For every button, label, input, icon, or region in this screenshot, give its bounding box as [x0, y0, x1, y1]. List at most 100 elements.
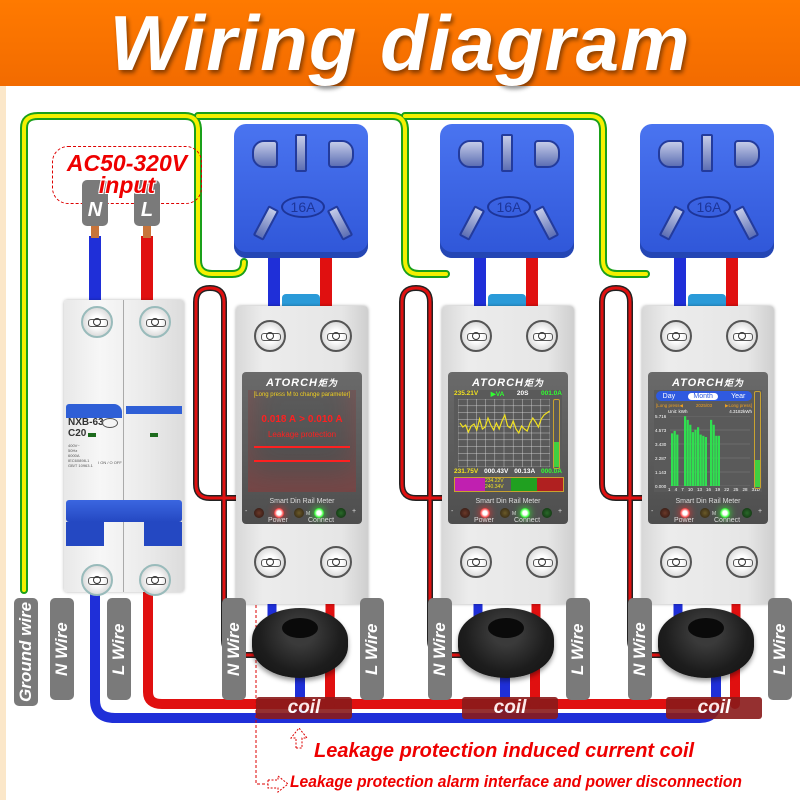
connect-led: [720, 508, 730, 518]
n-wire-tag: N Wire: [428, 598, 452, 700]
prev-button[interactable]: [Long press◀: [656, 403, 683, 408]
energy-bar-chart: [670, 416, 750, 486]
m-button[interactable]: [500, 508, 510, 518]
circuit-breaker: NXB-63 C20 400V~ 50Hz 6000A IEC60898-1 G…: [64, 300, 184, 596]
minus-label: -: [451, 508, 454, 515]
socket-hole-left: [658, 140, 684, 168]
meter-screw-top-left: [660, 320, 692, 352]
socket-hole-bottom-right: [532, 205, 560, 241]
x-tick: 10: [687, 487, 693, 492]
leak-readout: 0.018 A>0.010 A: [248, 414, 356, 425]
meter-screw-top-right: [320, 320, 352, 352]
breaker-toggle-switch[interactable]: [66, 500, 182, 546]
wave-level-fill: [554, 442, 559, 467]
page-title: Wiring diagram: [109, 0, 691, 87]
x-tick: 22: [724, 487, 730, 492]
breaker-band-left: [66, 404, 122, 418]
bottom-voltage-2: 000.43V: [484, 468, 509, 475]
spec-frequency: 50Hz: [68, 448, 78, 453]
m-button[interactable]: [294, 508, 304, 518]
plus-button[interactable]: [742, 508, 752, 518]
input-l-label: L: [140, 199, 154, 221]
period-tabs: Day Month Year: [656, 391, 752, 401]
x-tick: 13: [696, 487, 702, 492]
energy-bar: [710, 419, 713, 486]
connect-led: [520, 508, 530, 518]
breaker-model: NXB-63: [68, 417, 104, 428]
power-label: Power: [474, 517, 494, 524]
energy-bar: [671, 433, 674, 486]
title-banner: [0, 0, 800, 86]
spec-voltage: 400V~: [68, 443, 80, 448]
plus-button[interactable]: [542, 508, 552, 518]
brand-name: ATORCH: [671, 377, 725, 389]
l-wire-tag: L Wire: [768, 598, 792, 700]
tab-day[interactable]: Day: [662, 392, 676, 400]
tab-month[interactable]: Month: [688, 392, 718, 400]
breaker-indicator-right: [150, 433, 158, 437]
power-label: Power: [268, 517, 288, 524]
leak-compare: >: [299, 414, 305, 425]
meter-screw-top-left: [460, 320, 492, 352]
coil-label: coil: [462, 697, 558, 719]
brand-cn: 炬为: [318, 378, 339, 388]
leak-threshold: 0.010 A: [307, 414, 343, 425]
stat-red: [537, 478, 563, 491]
minus-button[interactable]: [254, 508, 264, 518]
energy-level-fill: [755, 460, 760, 487]
socket-hole-right: [328, 140, 354, 168]
coil-note: Leakage protection induced current coil: [314, 740, 695, 762]
date-nav: [Long press◀ 2025/03 ▶Long press]: [656, 403, 752, 409]
next-button[interactable]: ▶Long press]: [725, 403, 752, 408]
plus-label: +: [758, 508, 763, 515]
brand-cn: 炬为: [524, 378, 545, 388]
input-n-tag: N: [82, 180, 108, 226]
socket-hole-top: [295, 134, 307, 172]
ground-wire-tag: Ground wire: [14, 598, 38, 706]
meter-screw-bottom-left: [460, 546, 492, 578]
bottom-current-2: 000.0A: [541, 468, 562, 475]
socket-hole-bottom-left: [458, 205, 486, 241]
energy-bar: [699, 434, 702, 486]
y-tick: 3.430: [655, 442, 667, 447]
toggle-right-leg: [144, 522, 182, 546]
m-label: M: [712, 511, 717, 517]
current-coil: [458, 608, 554, 678]
socket-hole-bottom-right: [732, 205, 760, 241]
meter-controls: Smart Din Rail Meter - M + Power Connect: [648, 498, 768, 524]
minus-button[interactable]: [460, 508, 470, 518]
input-caption: input: [98, 172, 156, 198]
socket-hole-left: [458, 140, 484, 168]
current-date: 2025/03: [695, 403, 713, 408]
energy-bar: [715, 435, 718, 486]
tab-year[interactable]: Year: [731, 392, 746, 400]
brand-name: ATORCH: [471, 377, 525, 389]
plus-label: +: [352, 508, 357, 515]
spec-gb: GB/T 10963.1: [68, 463, 93, 468]
minus-button[interactable]: [660, 508, 670, 518]
screen-hint: [Long press M to change parameter]: [253, 392, 351, 398]
input-n-label: N: [87, 199, 103, 221]
breaker-screw-top-n: [81, 306, 113, 338]
stat-green: [511, 478, 537, 491]
power-led: [480, 508, 490, 518]
n-wire-tag-main: N Wire: [50, 598, 74, 700]
energy-bar: [691, 432, 694, 486]
socket-hole-top: [501, 134, 513, 172]
x-tick: 25: [733, 487, 739, 492]
power-label: Power: [674, 517, 694, 524]
socket-hole-right: [534, 140, 560, 168]
power-led: [274, 508, 284, 518]
m-label: M: [512, 511, 517, 517]
plus-button[interactable]: [336, 508, 346, 518]
energy-bar: [704, 437, 707, 486]
spec-standard: IEC60898-1: [68, 458, 90, 463]
energy-bar: [694, 429, 697, 486]
coil-hole: [282, 618, 318, 638]
m-button[interactable]: [700, 508, 710, 518]
socket-hole-left: [252, 140, 278, 168]
